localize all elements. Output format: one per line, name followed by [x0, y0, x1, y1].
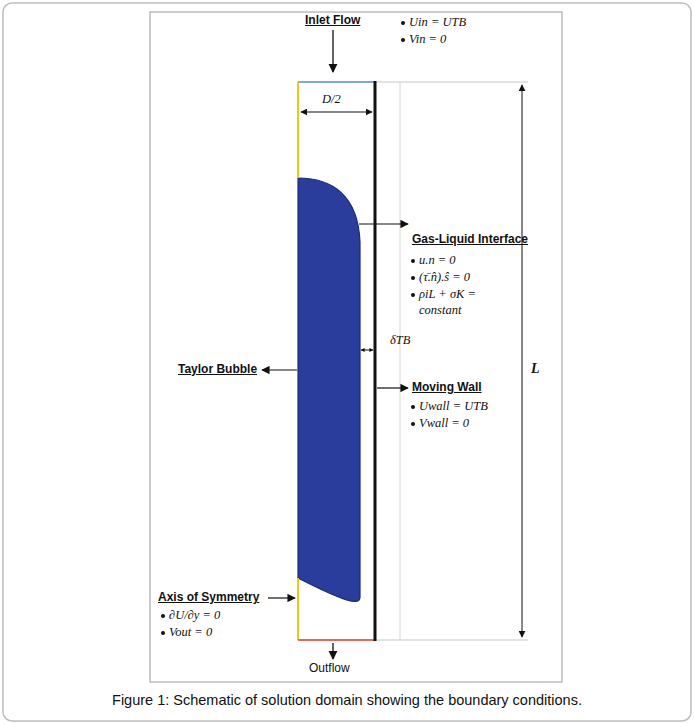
taylor-bubble: [298, 178, 360, 601]
boundary-condition: u.n = 0: [419, 253, 456, 269]
section-heading: Moving Wall: [412, 380, 482, 395]
section-heading: Axis of Symmetry: [158, 590, 259, 605]
inner-panel: [150, 12, 562, 682]
boundary-condition: ∂U/∂y = 0: [169, 608, 220, 624]
outflow-arrow: [332, 643, 333, 659]
section-heading: Gas-Liquid Interface: [412, 232, 528, 247]
flow-label: Outflow: [309, 661, 350, 676]
axis-boundary: [297, 578, 299, 640]
dimension-label: D/2: [322, 92, 341, 108]
figure-caption: Figure 1: Schematic of solution domain s…: [0, 692, 694, 708]
section-heading: Taylor Bubble: [178, 362, 257, 377]
boundary-condition: Uin = UTB: [409, 15, 466, 31]
boundary-condition: Vwall = 0: [419, 416, 469, 432]
leader-arrow: [377, 387, 408, 388]
leader-arrow: [262, 369, 297, 370]
moving-wall: [374, 81, 377, 641]
section-heading: Inlet Flow: [305, 13, 360, 28]
dimension-label: δTB: [390, 333, 410, 349]
boundary-condition: Vin = 0: [409, 32, 446, 48]
inlet-arrow: [332, 30, 333, 72]
bullet-dots: [161, 21, 415, 635]
outlet-boundary: [298, 639, 375, 641]
thickness-arrow: [361, 350, 373, 351]
guide-line: [375, 82, 528, 83]
dimension-arrow: [522, 85, 523, 637]
boundary-condition: Uwall = UTB: [419, 399, 488, 415]
boundary-condition: Vout = 0: [169, 625, 212, 641]
boundary-condition: ρiL + σK = constant: [419, 287, 511, 318]
figure-frame: [3, 3, 691, 721]
leader-arrow: [359, 223, 408, 224]
leader-arrow: [268, 597, 295, 598]
dimension-arrow: [301, 112, 372, 113]
guide-line: [400, 82, 401, 640]
boundary-condition: (τ̄.n̂).ŝ = 0: [419, 270, 470, 286]
dimension-label: L: [531, 360, 540, 378]
inlet-boundary: [298, 81, 375, 83]
guide-line: [375, 640, 528, 641]
axis-boundary: [297, 82, 299, 178]
